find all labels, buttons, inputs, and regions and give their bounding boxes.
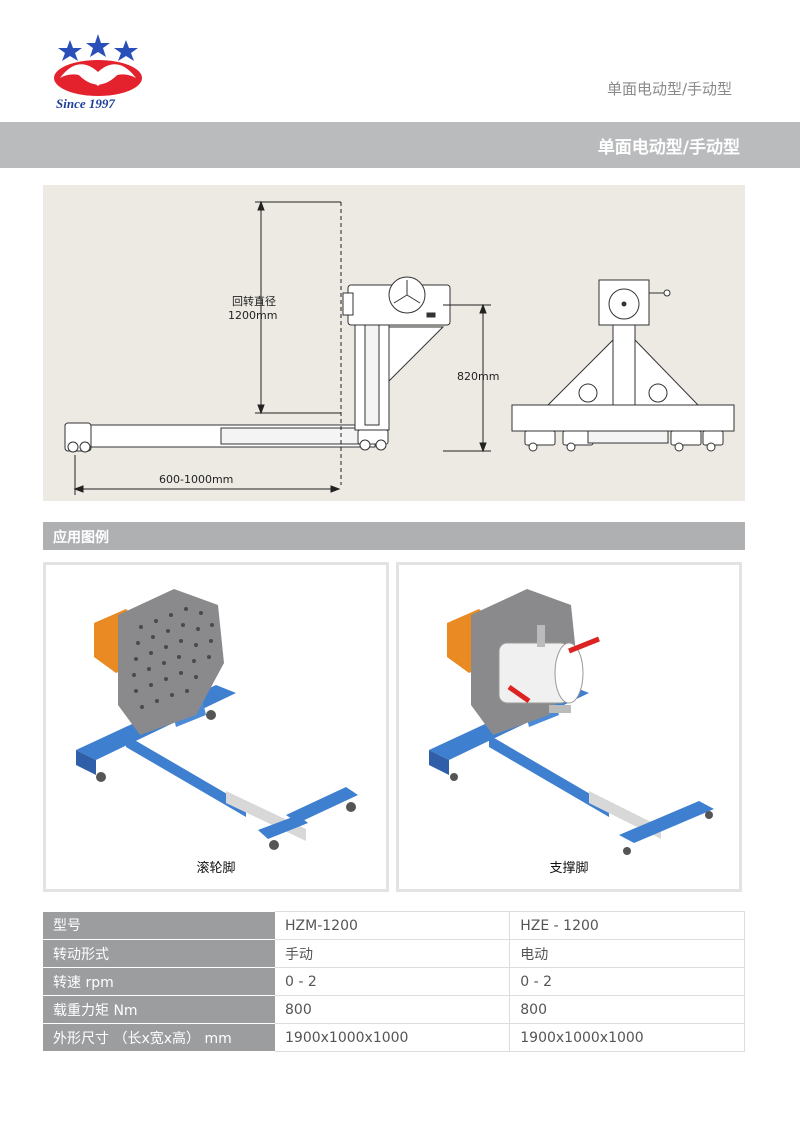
positioner-drawing <box>64 200 735 495</box>
spec-value-b: HZE - 1200 <box>509 911 745 940</box>
table-row: 外形尺寸 （长x宽x高） mm 1900x1000x1000 1900x1000… <box>43 1023 745 1052</box>
example-caption-2: 支撑脚 <box>549 861 589 876</box>
spec-value-a: 1900x1000x1000 <box>275 1023 511 1052</box>
company-logo: Since 1997 <box>48 32 148 114</box>
section-header: 应用图例 <box>43 522 745 550</box>
spec-value-b: 0 - 2 <box>509 967 745 996</box>
spec-value-a: 800 <box>275 995 511 1024</box>
spec-label: 转动形式 <box>43 939 275 968</box>
example-caption-1: 滚轮脚 <box>196 861 236 876</box>
page-title: 单面电动型/手动型 <box>597 138 740 158</box>
spec-value-a: 0 - 2 <box>275 967 511 996</box>
table-row: 转速 rpm 0 - 2 0 - 2 <box>43 967 745 996</box>
front-base-shape <box>511 404 735 432</box>
spec-label: 外形尺寸 （长x宽x高） mm <box>43 1023 275 1052</box>
table-row: 转动形式 手动 电动 <box>43 939 745 968</box>
example-support-feet: 支撑脚 <box>396 562 742 892</box>
roller-positioner-illustration <box>76 589 358 850</box>
section-title: 应用图例 <box>53 530 109 546</box>
spec-label: 载重力矩 Nm <box>43 995 275 1024</box>
spec-value-a: HZM-1200 <box>275 911 511 940</box>
dim-height-value: 820mm <box>457 370 500 383</box>
title-bar: 单面电动型/手动型 <box>0 122 800 168</box>
header-subtitle: 单面电动型/手动型 <box>606 80 732 98</box>
logo-emblem-icon <box>54 34 142 96</box>
spec-label: 转速 rpm <box>43 967 275 996</box>
spec-label: 型号 <box>43 911 275 940</box>
spec-table: 型号 HZM-1200 HZE - 1200 转动形式 手动 电动 转速 rpm… <box>43 911 745 1052</box>
technical-drawing: 回转直径 1200mm 820mm 600-1000mm <box>43 185 745 501</box>
table-row: 载重力矩 Nm 800 800 <box>43 995 745 1024</box>
dim-length-value: 600-1000mm <box>159 473 234 486</box>
spec-value-a: 手动 <box>275 939 511 968</box>
example-roller-feet: 滚轮脚 <box>43 562 389 892</box>
dim-diameter-label: 回转直径 <box>232 295 276 308</box>
spec-value-b: 800 <box>509 995 745 1024</box>
dim-diameter-value: 1200mm <box>228 309 278 322</box>
spec-value-b: 电动 <box>509 939 745 968</box>
support-positioner-illustration <box>429 589 714 855</box>
logo-since-text: Since 1997 <box>56 96 115 111</box>
table-row: 型号 HZM-1200 HZE - 1200 <box>43 911 745 940</box>
spec-value-b: 1900x1000x1000 <box>509 1023 745 1052</box>
